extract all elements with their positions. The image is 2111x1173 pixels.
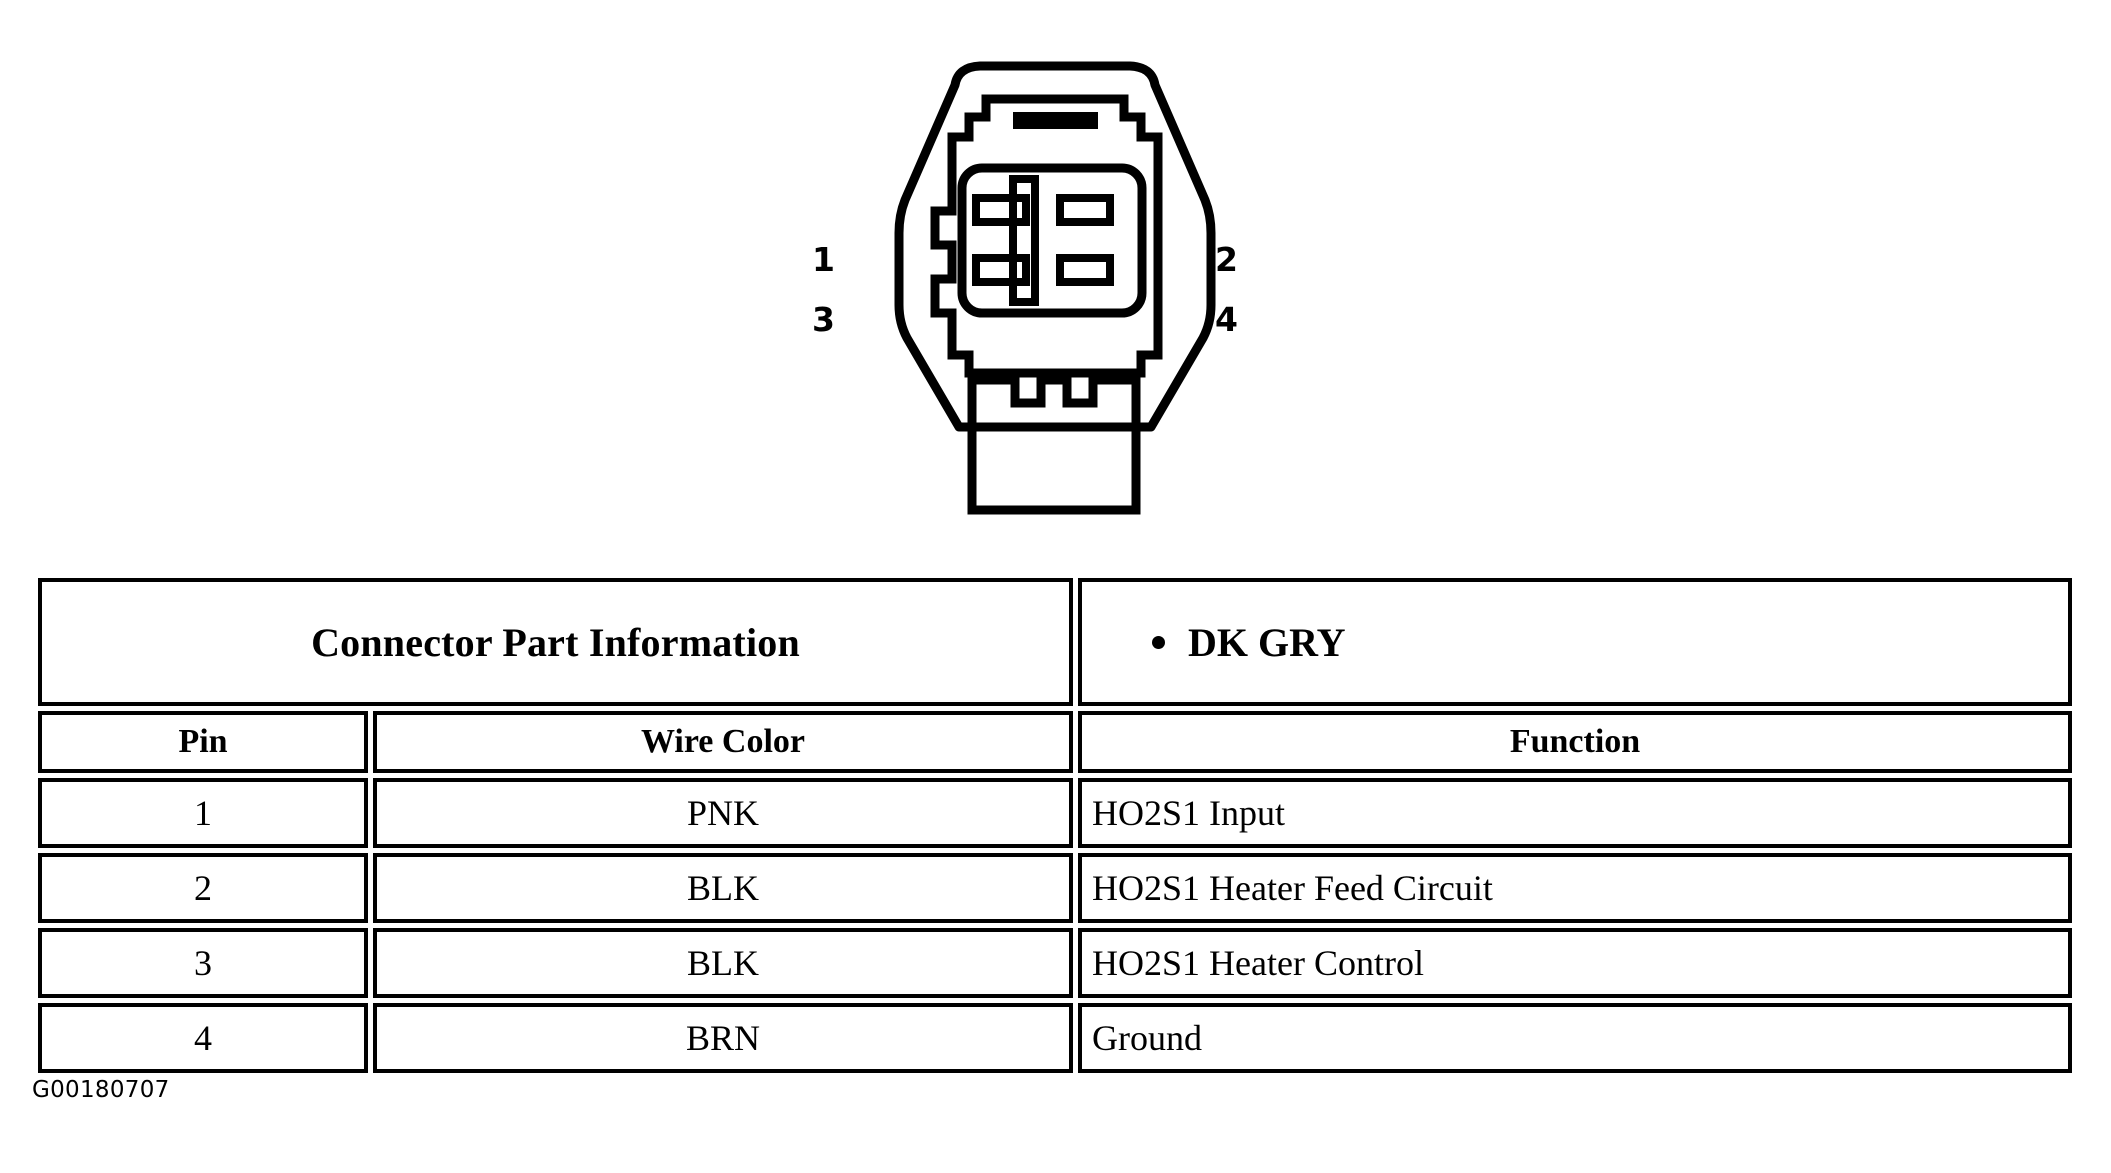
cell-function: HO2S1 Input <box>1078 778 2072 848</box>
connector-outer-shell <box>894 61 1216 432</box>
table-row: 4 BRN Ground <box>38 1003 2072 1078</box>
pin-cavity-4 <box>1056 254 1114 286</box>
connector-illustration <box>845 55 1265 525</box>
pin-callout-4: 4 <box>1215 300 1238 339</box>
table-row: 3 BLK HO2S1 Heater Control <box>38 928 2072 1003</box>
table-row: 1 PNK HO2S1 Input <box>38 778 2072 853</box>
cell-function-value: HO2S1 Heater Control <box>1092 943 1424 983</box>
header-title-cell: Connector Part Information <box>38 578 1073 706</box>
pin-callout-1: 1 <box>812 240 835 279</box>
pin-cavity-3 <box>972 254 1030 286</box>
terminal-block <box>957 163 1147 318</box>
column-header-pin: Pin <box>38 711 368 773</box>
terminal-divider-bar <box>1009 175 1039 306</box>
cell-wire-color-value: PNK <box>686 793 760 833</box>
cell-pin-value: 4 <box>194 1018 212 1058</box>
pin-cavity-2 <box>1056 194 1114 226</box>
connector-bottom-stem <box>967 375 1141 515</box>
column-header-wire-color-label: Wire Color <box>641 723 805 760</box>
table-row: 2 BLK HO2S1 Heater Feed Circuit <box>38 853 2072 928</box>
cell-pin-value: 2 <box>194 868 212 908</box>
cell-wire-color: BLK <box>373 853 1073 923</box>
pin-callout-2: 2 <box>1215 240 1238 279</box>
column-header-pin-label: Pin <box>178 723 228 760</box>
cell-wire-color-value: BRN <box>685 1018 761 1058</box>
column-header-function-label: Function <box>1509 723 1641 760</box>
connector-part-information-title: Connector Part Information <box>311 619 800 665</box>
connector-inner-body <box>930 94 1163 378</box>
column-header-function: Function <box>1078 711 2072 773</box>
connector-color-label: DK GRY <box>1188 619 1346 665</box>
table-header-row: Connector Part Information DK GRY <box>38 578 2072 711</box>
cell-function-value: Ground <box>1092 1018 1202 1058</box>
cell-pin-value: 1 <box>194 793 212 833</box>
table-column-header-row: Pin Wire Color Function <box>38 711 2072 778</box>
figure-id-code: G00180707 <box>32 1077 170 1103</box>
header-connector-color-cell: DK GRY <box>1078 578 2072 706</box>
cell-pin: 1 <box>38 778 368 848</box>
cell-function: HO2S1 Heater Feed Circuit <box>1078 853 2072 923</box>
cell-wire-color-value: BLK <box>687 868 759 908</box>
cell-pin-value: 3 <box>194 943 212 983</box>
pin-cavity-1 <box>972 194 1030 226</box>
cell-pin: 2 <box>38 853 368 923</box>
cell-pin: 4 <box>38 1003 368 1073</box>
pin-callout-3: 3 <box>812 300 835 339</box>
cell-wire-color: PNK <box>373 778 1073 848</box>
cell-wire-color: BLK <box>373 928 1073 998</box>
cell-wire-color: BRN <box>373 1003 1073 1073</box>
bullet-icon <box>1152 635 1165 649</box>
cell-pin: 3 <box>38 928 368 998</box>
cell-wire-color-value: BLK <box>687 943 759 983</box>
connector-information-table: Connector Part Information DK GRY Pin Wi… <box>38 578 2072 1078</box>
connector-color-entry: DK GRY <box>1082 619 1345 666</box>
cell-function-value: HO2S1 Input <box>1092 793 1286 833</box>
cell-function-value: HO2S1 Heater Feed Circuit <box>1092 868 1493 908</box>
column-header-wire-color: Wire Color <box>373 711 1073 773</box>
locking-tab-marker <box>1013 112 1098 129</box>
connector-diagram-svg <box>894 61 1216 515</box>
cell-function: Ground <box>1078 1003 2072 1073</box>
cell-function: HO2S1 Heater Control <box>1078 928 2072 998</box>
